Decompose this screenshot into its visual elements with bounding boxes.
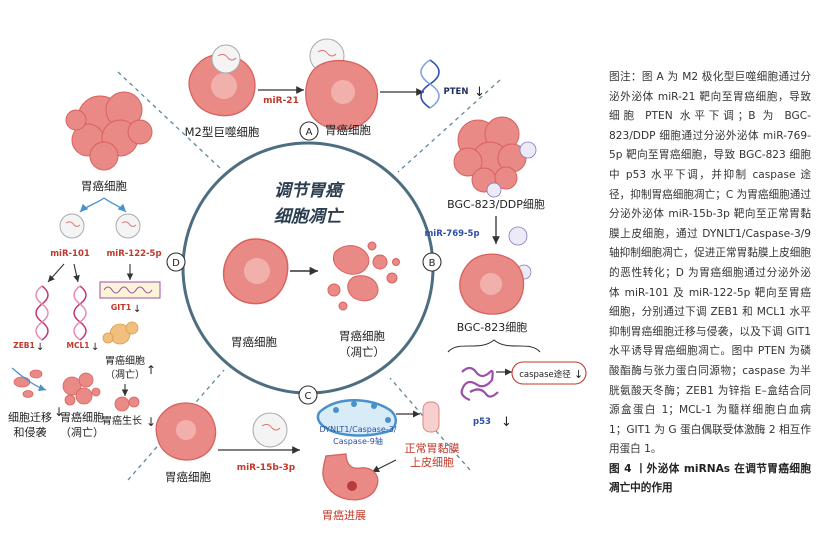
p53-down-icon: ↓ xyxy=(501,415,512,430)
badge-d: D xyxy=(166,252,186,272)
caspase-down-icon: ↓ xyxy=(574,368,583,381)
mirna769-label: miR-769-5p xyxy=(424,229,479,239)
dna-mcl1-icon xyxy=(73,285,87,341)
caption-title: 图 4 丨外泌体 miRNAs 在调节胃癌细胞凋亡中的作用 xyxy=(609,462,811,495)
mirna15b-label: miR-15b-3p xyxy=(237,463,296,473)
pten-down-icon: ↓ xyxy=(474,85,485,100)
exosome-c-icon xyxy=(252,412,288,448)
dna-zeb1-icon xyxy=(35,285,49,341)
git1-dna-icon xyxy=(103,286,153,294)
ddp-label: BGC-823/DDP细胞 xyxy=(447,198,545,211)
progress-label: 胃癌进展 xyxy=(322,508,366,522)
mcl1-down-icon: ↓ xyxy=(91,342,99,353)
apoptosis1-line1: 胃癌细胞 xyxy=(60,410,104,424)
mucosa-cell-icon xyxy=(422,401,440,433)
svg-text:C: C xyxy=(305,391,312,402)
growth-cells-icon xyxy=(114,396,140,412)
svg-text:B: B xyxy=(429,258,436,269)
badge-b: B xyxy=(422,252,442,272)
growth-down-icon: ↓ xyxy=(146,415,156,429)
ddp-cell-cluster xyxy=(453,116,527,193)
central-title-line2: 细胞凋亡 xyxy=(274,207,345,227)
mirna122-label: miR-122-5p xyxy=(106,249,161,259)
exosome-d2-icon xyxy=(115,213,141,239)
bgc823-cell xyxy=(459,253,525,315)
migration-cells-icon xyxy=(13,369,43,398)
apoptosis2-up-icon: ↑ xyxy=(146,363,156,377)
central-cancer-cell xyxy=(222,238,289,305)
caspase-label: caspase途径 xyxy=(519,369,571,380)
pten-label: PTEN xyxy=(444,87,469,97)
panel-c-cancer-label: 胃癌细胞 xyxy=(165,470,211,484)
mirna101-arrow-2 xyxy=(73,263,80,283)
migration-label-line2: 和侵袭 xyxy=(14,425,47,439)
figure-canvas: 调节胃癌 细胞凋亡 胃癌细胞 胃癌细胞 （凋亡） A B C D xyxy=(8,38,587,522)
caption-body: 图注：图 A 为 M2 极化型巨噬细胞通过分泌外泌体 miR-21 靶向至胃癌细… xyxy=(609,71,811,456)
dynlt1-label-line2: Caspase-9轴 xyxy=(333,436,383,446)
exosome-d1-icon xyxy=(59,213,85,239)
panel-a-cancer-label: 胃癌细胞 xyxy=(325,123,371,137)
central-apoptotic-note: （凋亡） xyxy=(339,345,385,359)
progress-arrow xyxy=(371,459,397,473)
zeb1-label: ZEB1 xyxy=(13,341,35,350)
dynlt1-complex-icon xyxy=(316,399,398,437)
split-arrow-left xyxy=(79,197,105,213)
mcl1-label: MCL1 xyxy=(67,341,90,350)
dynlt1-label-line1: DYNLT1/Caspase-3/ xyxy=(319,425,396,434)
panel-d-cancer-label: 胃癌细胞 xyxy=(81,179,127,193)
bgc823-label: BGC-823细胞 xyxy=(457,321,528,334)
apoptosis2-line2: （凋亡） xyxy=(105,368,145,381)
mucosa-label-line2: 上皮细胞 xyxy=(410,456,454,469)
panel-d-cancer-cluster xyxy=(65,91,153,171)
migration-arrow xyxy=(11,367,47,392)
badge-c: C xyxy=(298,385,318,405)
dna-pten-icon xyxy=(420,59,440,109)
growth-label: 胃癌生长 xyxy=(102,414,142,427)
central-title-line1: 调节胃癌 xyxy=(274,181,345,201)
m2-macrophage xyxy=(188,53,256,117)
migration-down-icon: ↓ xyxy=(54,405,64,419)
mirna101-label: miR-101 xyxy=(50,249,90,259)
central-apoptotic-cell xyxy=(327,241,400,311)
figure-caption: 图注：图 A 为 M2 极化型巨噬细胞通过分泌外泌体 miR-21 靶向至胃癌细… xyxy=(609,68,811,499)
exosome-b1-icon xyxy=(486,141,537,198)
split-arrow-right xyxy=(103,197,127,213)
p53-protein-icon xyxy=(460,366,499,402)
migration-label-line1: 细胞迁移 xyxy=(8,411,52,424)
panel-d-apoptotic-cell-2 xyxy=(102,321,139,345)
git1-label: GIT1 xyxy=(111,303,132,312)
mirna21-label: miR-21 xyxy=(263,96,299,106)
p53-label: p53 xyxy=(473,417,491,427)
git1-down-icon: ↓ xyxy=(133,304,141,315)
zeb1-down-icon: ↓ xyxy=(36,342,44,353)
exosome-a1 xyxy=(211,44,241,74)
central-apoptotic-label: 胃癌细胞 xyxy=(339,329,385,343)
svg-text:D: D xyxy=(172,258,180,269)
panel-c-cancer-cell xyxy=(155,402,217,461)
svg-text:A: A xyxy=(306,127,313,138)
macrophage-label: M2型巨噬细胞 xyxy=(185,125,260,139)
mirna101-arrow xyxy=(47,263,65,283)
bgc823-brace xyxy=(447,339,541,353)
apoptosis1-line2: （凋亡） xyxy=(60,425,104,439)
panel-a-cancer-cell xyxy=(305,59,379,131)
git1-box xyxy=(99,281,161,299)
badge-a: A xyxy=(299,121,319,141)
apoptosis2-line1: 胃癌细胞 xyxy=(105,354,145,367)
caspase-box xyxy=(511,361,587,385)
stomach-icon xyxy=(322,453,379,501)
mucosa-label-line1: 正常胃黏膜 xyxy=(405,441,460,455)
central-cell-label: 胃癌细胞 xyxy=(231,335,277,349)
panel-d-apoptotic-cell xyxy=(62,372,101,406)
